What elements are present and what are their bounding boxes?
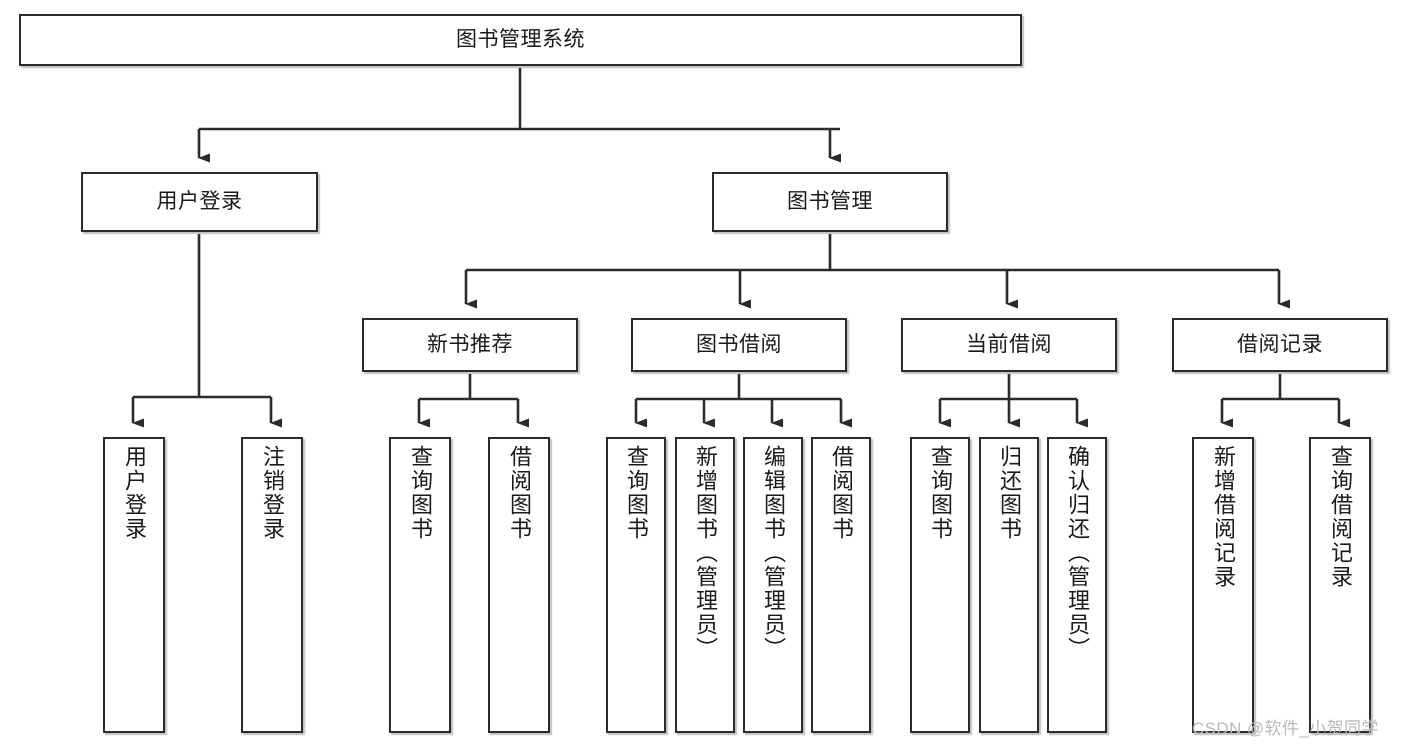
leaf-borrow-book-recommend[interactable]: 借阅图书	[488, 437, 550, 733]
leaf-query-book-borrow[interactable]: 查询图书	[606, 437, 666, 733]
leaf-return-book[interactable]: 归还图书	[979, 437, 1039, 733]
leaf-add-borrow-record[interactable]: 新增借阅记录	[1192, 437, 1254, 733]
node-current-borrow[interactable]: 当前借阅	[901, 318, 1117, 372]
node-label: 确认归还（管理员）	[1065, 445, 1090, 661]
node-label: 查询图书	[928, 445, 953, 541]
node-label: 新书推荐	[427, 332, 513, 356]
node-label: 查询图书	[408, 445, 433, 541]
node-label: 图书借阅	[696, 332, 782, 356]
node-label: 借阅图书	[829, 445, 854, 541]
node-label: 新增图书（管理员）	[693, 445, 718, 661]
leaf-borrow-book[interactable]: 借阅图书	[811, 437, 871, 733]
node-user-login[interactable]: 用户登录	[81, 172, 318, 232]
node-label: 借阅记录	[1237, 332, 1323, 356]
leaf-edit-book-admin[interactable]: 编辑图书（管理员）	[743, 437, 803, 733]
node-book-management[interactable]: 图书管理	[712, 172, 948, 232]
leaf-add-book-admin[interactable]: 新增图书（管理员）	[675, 437, 735, 733]
leaf-query-book-recommend[interactable]: 查询图书	[389, 437, 451, 733]
leaf-confirm-return-admin[interactable]: 确认归还（管理员）	[1047, 437, 1107, 733]
watermark-text: CSDN @软件_小贺同学	[1192, 719, 1379, 738]
node-book-borrow[interactable]: 图书借阅	[631, 318, 847, 372]
node-label: 查询图书	[624, 445, 649, 541]
node-label: 归还图书	[997, 445, 1022, 541]
node-label: 用户登录	[122, 445, 147, 541]
node-label: 注销登录	[260, 445, 285, 541]
node-label: 借阅图书	[507, 445, 532, 541]
leaf-query-book-current[interactable]: 查询图书	[910, 437, 970, 733]
leaf-query-borrow-record[interactable]: 查询借阅记录	[1309, 437, 1371, 733]
node-label: 用户登录	[156, 189, 243, 213]
node-label: 当前借阅	[966, 332, 1052, 356]
node-new-book-recommend[interactable]: 新书推荐	[362, 318, 578, 372]
leaf-logout[interactable]: 注销登录	[241, 437, 303, 733]
node-label: 查询借阅记录	[1328, 445, 1353, 589]
node-borrow-record[interactable]: 借阅记录	[1172, 318, 1388, 372]
node-root-book-management-system[interactable]: 图书管理系统	[19, 14, 1022, 66]
leaf-user-login[interactable]: 用户登录	[103, 437, 165, 733]
node-label: 图书管理	[787, 189, 873, 213]
node-label: 新增借阅记录	[1211, 445, 1236, 589]
node-label: 图书管理系统	[456, 27, 585, 51]
node-label: 编辑图书（管理员）	[761, 445, 786, 661]
